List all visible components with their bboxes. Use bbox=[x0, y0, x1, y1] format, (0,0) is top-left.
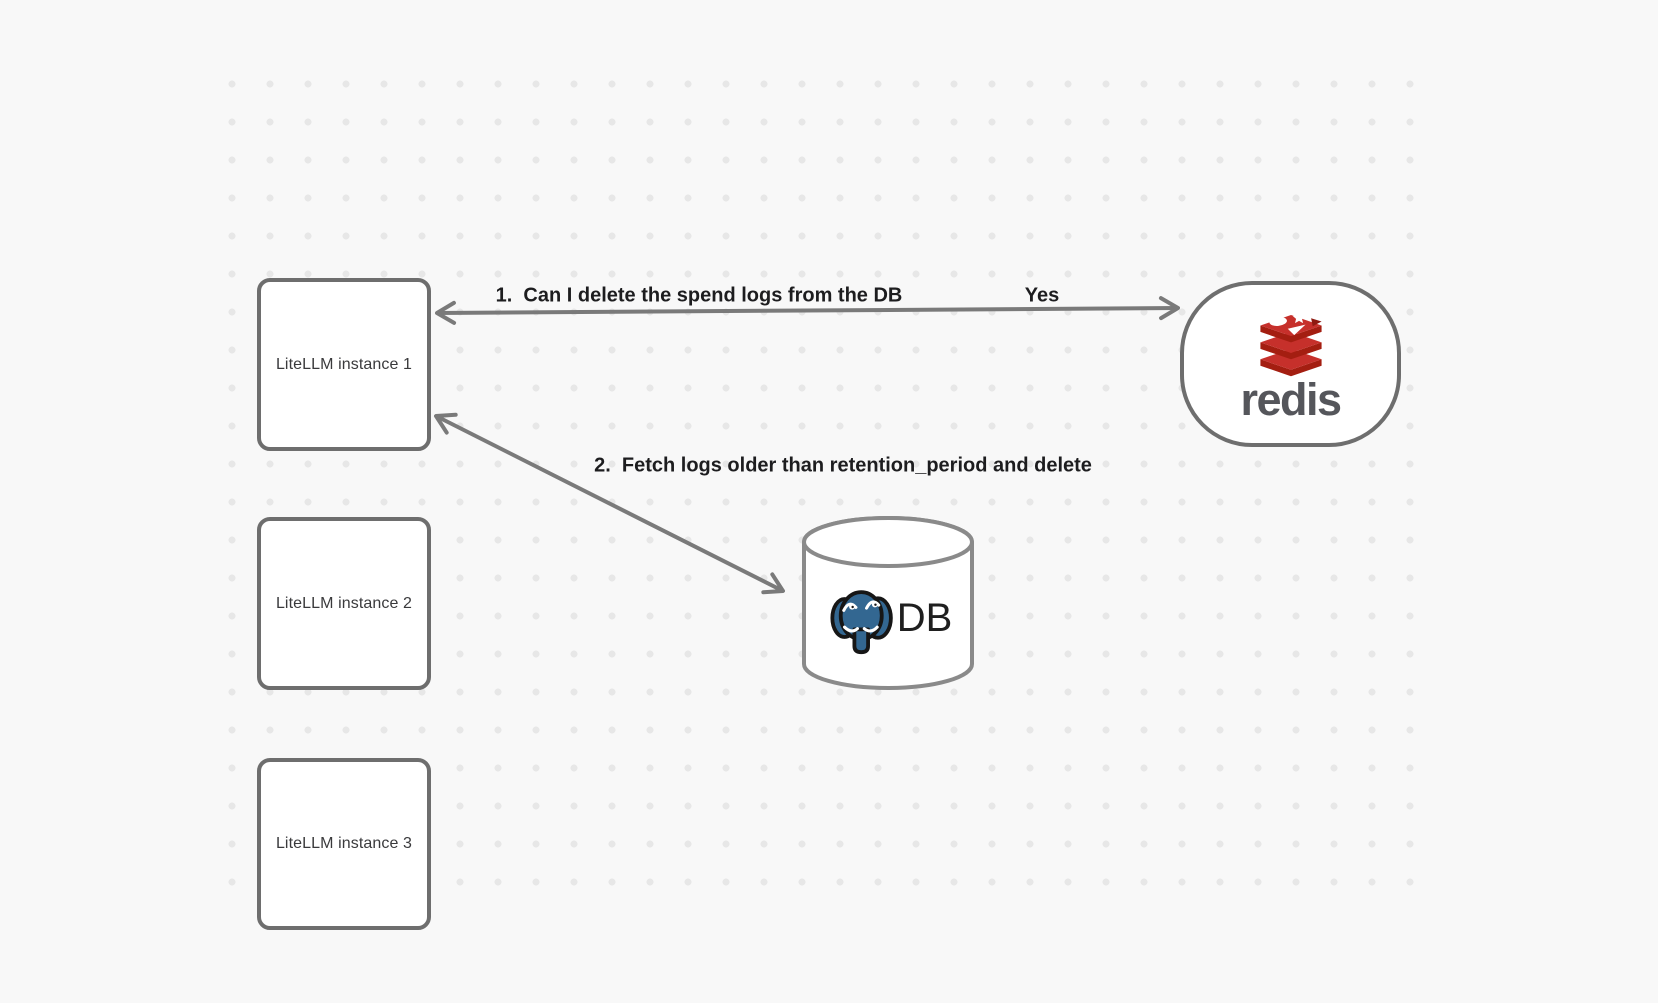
node-label: LiteLLM instance 1 bbox=[275, 355, 413, 373]
node-label: LiteLLM instance 3 bbox=[275, 835, 413, 852]
redis-wordmark: redis bbox=[1240, 374, 1342, 425]
node-litellm-instance-3: LiteLLM instance 3 bbox=[257, 758, 431, 930]
redis-cube-stack-icon bbox=[1259, 311, 1322, 377]
postgresql-elephant-icon bbox=[830, 590, 893, 655]
edge-1-reply-label: Yes bbox=[1024, 284, 1060, 307]
edge-2-label: 2. Fetch logs older than retention_perio… bbox=[594, 454, 1092, 477]
node-redis: redis bbox=[1180, 281, 1401, 447]
database-label: DB bbox=[896, 595, 953, 640]
edge-1-label: 1. Can I delete the spend logs from the … bbox=[495, 284, 903, 307]
node-label: LiteLLM instance 2 bbox=[275, 594, 413, 612]
node-database: DB bbox=[804, 574, 972, 662]
node-litellm-instance-2: LiteLLM instance 2 bbox=[257, 517, 431, 690]
node-litellm-instance-1: LiteLLM instance 1 bbox=[257, 278, 431, 451]
